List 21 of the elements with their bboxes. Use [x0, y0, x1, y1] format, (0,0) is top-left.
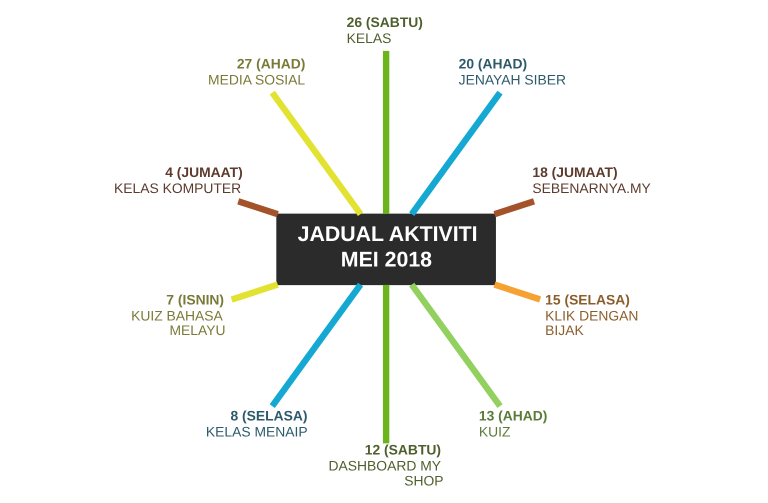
node-text: 4 (JUMAAT) KELAS KOMPUTER: [114, 164, 243, 196]
node-text: 18 (JUMAAT) SEBENARNYA.MY: [532, 164, 651, 196]
node-text: 20 (AHAD) JENAYAH SIBER: [458, 55, 566, 88]
connector: [382, 50, 390, 214]
connector: [494, 198, 535, 218]
node-box: JADUAL AKTIVITI MEI 2018: [276, 214, 496, 286]
connector: [382, 284, 390, 444]
connector: [494, 282, 542, 302]
connector: [409, 282, 503, 408]
connector: [270, 282, 364, 408]
node-text: 26 (SABTU) KELAS: [346, 14, 423, 46]
node-text: 7 (ISNIN) KUIZ BAHASA MELAYU: [131, 291, 226, 338]
node-text: 27 (AHAD) MEDIA SOSIAL: [208, 55, 306, 88]
node-text: 8 (SELASA) KELAS MENAIP: [206, 408, 308, 440]
connector: [230, 282, 279, 303]
connector: [237, 198, 279, 218]
node-text: 13 (AHAD) KUIZ: [478, 408, 548, 440]
connector: [409, 90, 503, 216]
node-text: 15 (SELASA) KLIK DENGAN BIJAK: [545, 291, 638, 338]
connector: [270, 90, 364, 216]
node-text: 12 (SABTU) DASHBOARD MY SHOP: [328, 442, 444, 489]
